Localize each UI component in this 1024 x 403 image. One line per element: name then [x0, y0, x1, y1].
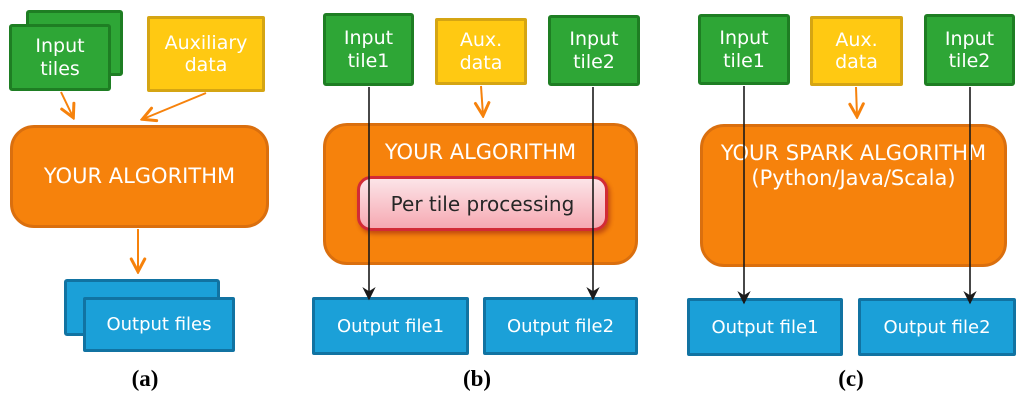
aux-data-box-b: Aux. data: [435, 18, 527, 85]
aux-data-box-c: Aux. data: [810, 16, 903, 86]
per-tile-processing-box: Per tile processing: [357, 176, 608, 231]
input-tile1-label-line2-c: tile1: [723, 49, 765, 72]
per-tile-processing-label: Per tile processing: [390, 191, 575, 216]
output-file2-label-c: Output file2: [883, 316, 991, 338]
algorithm-label-b: YOUR ALGORITHM: [384, 140, 577, 164]
input-tile2-label-line2-b: tile2: [573, 50, 615, 73]
output-file1-label-c: Output file1: [711, 316, 819, 338]
input-tile1-label-line1-b: Input: [343, 27, 394, 50]
auxiliary-data-label-line2: data: [184, 54, 228, 76]
input-tile2-label-line1-c: Input: [944, 27, 995, 50]
output-file1-box-c: Output file1: [687, 298, 843, 356]
input-tile2-label-line1-b: Input: [569, 28, 619, 51]
input-tile1-box-c: Input tile1: [698, 14, 790, 85]
output-file2-box-c: Output file2: [858, 298, 1016, 356]
output-file2-box-b: Output file2: [483, 297, 638, 355]
caption-a: (a): [131, 366, 159, 391]
aux-data-label-line2-c: data: [835, 51, 878, 73]
output-file2-label-b: Output file2: [506, 315, 615, 337]
aux-data-label-line1-b: Aux.: [459, 29, 503, 52]
spark-algorithm-label-line1: YOUR SPARK ALGORITHM: [720, 141, 987, 165]
input-tiles-box: Input tiles: [9, 24, 111, 91]
algorithm-label-a: YOUR ALGORITHM: [43, 163, 236, 188]
input-tiles-label-line2: tiles: [40, 57, 80, 80]
aux-data-label-line1-c: Aux.: [835, 28, 878, 51]
input-tile1-label-line1-c: Input: [719, 27, 769, 50]
aux-data-label-line2-b: data: [459, 51, 503, 74]
input-tile2-box-c: Input tile2: [924, 14, 1015, 86]
auxiliary-data-label-line1: Auxiliary: [164, 31, 248, 54]
caption-b: (b): [462, 366, 492, 391]
output-files-box: Output files: [83, 297, 235, 352]
output-file1-box-b: Output file1: [312, 297, 469, 355]
spark-algorithm-box: YOUR SPARK ALGORITHM (Python/Java/Scala): [700, 124, 1007, 267]
caption-c: (c): [838, 366, 864, 391]
spark-algorithm-label-line2: (Python/Java/Scala): [751, 166, 956, 191]
input-tile1-box-b: Input tile1: [323, 13, 414, 86]
input-tiles-label-line1: Input: [35, 35, 85, 58]
algorithm-box-a: YOUR ALGORITHM: [10, 125, 269, 228]
output-files-label: Output files: [106, 314, 212, 335]
output-file1-label-b: Output file1: [336, 315, 445, 337]
input-tile2-box-b: Input tile2: [548, 15, 640, 86]
auxiliary-data-box: Auxiliary data: [147, 16, 265, 92]
input-tile1-label-line2-b: tile1: [347, 49, 390, 72]
input-tile2-label-line2-c: tile2: [948, 50, 991, 72]
